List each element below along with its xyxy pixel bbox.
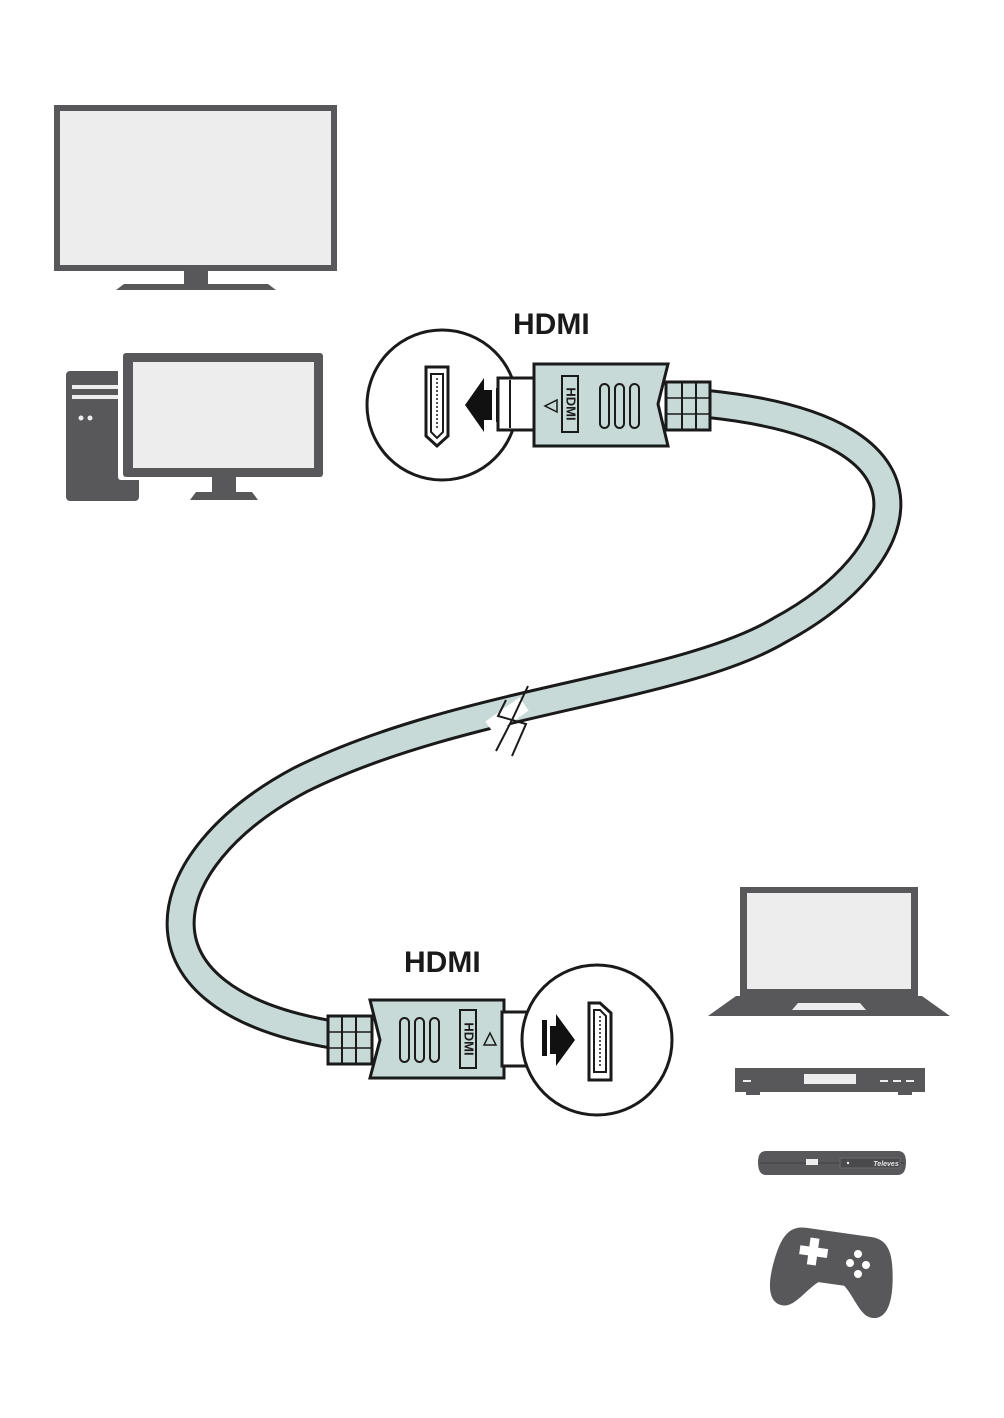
game-controller-icon (770, 1227, 893, 1318)
top-hdmi-connector: HDMI HDMI (365, 308, 712, 482)
set-top-box-brand: Televes (873, 1161, 899, 1168)
set-top-box-icon: Televes (758, 1151, 906, 1175)
hdmi-cable (165, 389, 903, 1050)
insert-arrow-right-icon (542, 1014, 575, 1066)
top-hdmi-port-icon (424, 365, 450, 449)
bottom-hdmi-port-icon (587, 1001, 613, 1082)
tv-icon (54, 105, 337, 290)
top-connector-label: HDMI (513, 308, 590, 341)
dvd-player-icon (735, 1068, 925, 1095)
desktop-computer-icon (66, 349, 325, 501)
laptop-icon (708, 887, 950, 1016)
plug-label-top: HDMI (564, 387, 579, 420)
plug-label-bottom: HDMI (462, 1022, 477, 1055)
bottom-hdmi-connector: HDMI HDMI (326, 946, 674, 1117)
bottom-connector-label: HDMI (404, 946, 481, 979)
